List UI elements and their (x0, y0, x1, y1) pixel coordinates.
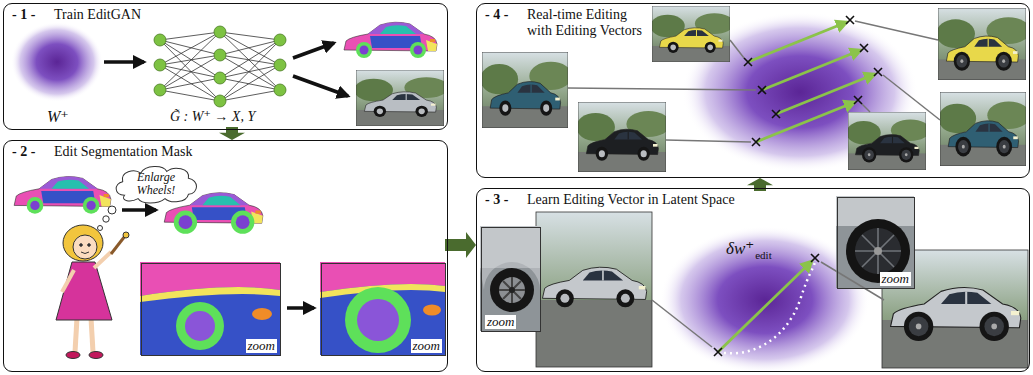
editing-vector (718, 261, 812, 352)
car-photo (938, 92, 1030, 166)
leader-line (821, 262, 884, 300)
zoom-note: zoom (246, 339, 277, 353)
zoom-image (140, 262, 280, 355)
zoom-inset: zoom (321, 263, 446, 356)
step-panel: - 2 - Edit Segmentation MaskEnlarge Wheel… (3, 140, 448, 372)
car-photo (536, 212, 652, 367)
zoom-image (480, 226, 540, 331)
step-panel: - 4 - Real-time Editing with Editing Vect… (476, 3, 1030, 178)
leader-lines (568, 21, 940, 142)
network-neurons (154, 26, 286, 107)
latent-point (811, 254, 819, 262)
zoom-note: zoom (411, 339, 442, 353)
realtime-illustration (480, 6, 1030, 172)
generator-label: G̃ : W⁺ → X, Y (170, 109, 255, 124)
optimization-path (718, 262, 815, 353)
zoom-note: zoom (880, 272, 911, 286)
flow-arrow (293, 76, 348, 96)
panel-heading: Train EditGAN (54, 7, 141, 23)
zoom-image (836, 196, 914, 288)
flow-arrow (293, 43, 334, 58)
thought-dots (98, 206, 117, 231)
panel-number: - 1 - (12, 7, 35, 23)
step-panel: - 3 - Learn Editing Vector in Latent Spac… (476, 188, 1030, 372)
car-photo (354, 70, 448, 126)
panel-heading: Real-time Editing with Editing Vectors (527, 7, 649, 39)
latent-space-blob (11, 22, 103, 102)
subscript-label: edit (755, 249, 772, 261)
panel-heading: Edit Segmentation Mask (54, 144, 192, 160)
flow-arrow (122, 208, 156, 212)
panel-number: - 2 - (12, 144, 35, 160)
editing-vectors (748, 22, 875, 142)
learn-vector-illustration (480, 196, 1028, 374)
zoom-image (320, 262, 445, 355)
car-photo (650, 6, 733, 62)
girl-figure (56, 225, 129, 359)
latent-space-label: W⁺ (47, 108, 69, 126)
network-links (160, 32, 280, 101)
step-arrow (219, 127, 245, 140)
panel-number: - 4 - (485, 7, 508, 23)
panel-heading: Learn Editing Vector in Latent Space (527, 192, 735, 208)
thought-bubble: Enlarge Wheels! (111, 163, 201, 205)
edit-mask-illustration (14, 177, 445, 359)
latent-points (744, 16, 882, 146)
edit-vector-label: δw⁺ (726, 240, 754, 259)
step-arrow (445, 232, 476, 258)
leader-line (652, 300, 712, 347)
flow-arrow (104, 60, 144, 64)
latent-point (714, 348, 722, 356)
bubble-text: Enlarge Wheels! (124, 171, 188, 197)
cloud-outline (116, 167, 196, 203)
car-photo (576, 102, 670, 172)
car-photo (936, 8, 1030, 80)
panel-number: - 3 - (485, 192, 508, 208)
segmentation-car (344, 22, 437, 58)
zoom-inset: zoom (481, 227, 541, 332)
flow-arrow (287, 306, 314, 310)
car-photo (480, 52, 572, 128)
zoom-inset: zoom (141, 263, 281, 356)
segmentation-car (14, 177, 111, 214)
zoom-inset: zoom (837, 197, 915, 289)
step-arrow (747, 178, 773, 191)
car-photo (846, 112, 929, 170)
train-illustration (11, 22, 448, 126)
zoom-note: zoom (485, 315, 516, 329)
